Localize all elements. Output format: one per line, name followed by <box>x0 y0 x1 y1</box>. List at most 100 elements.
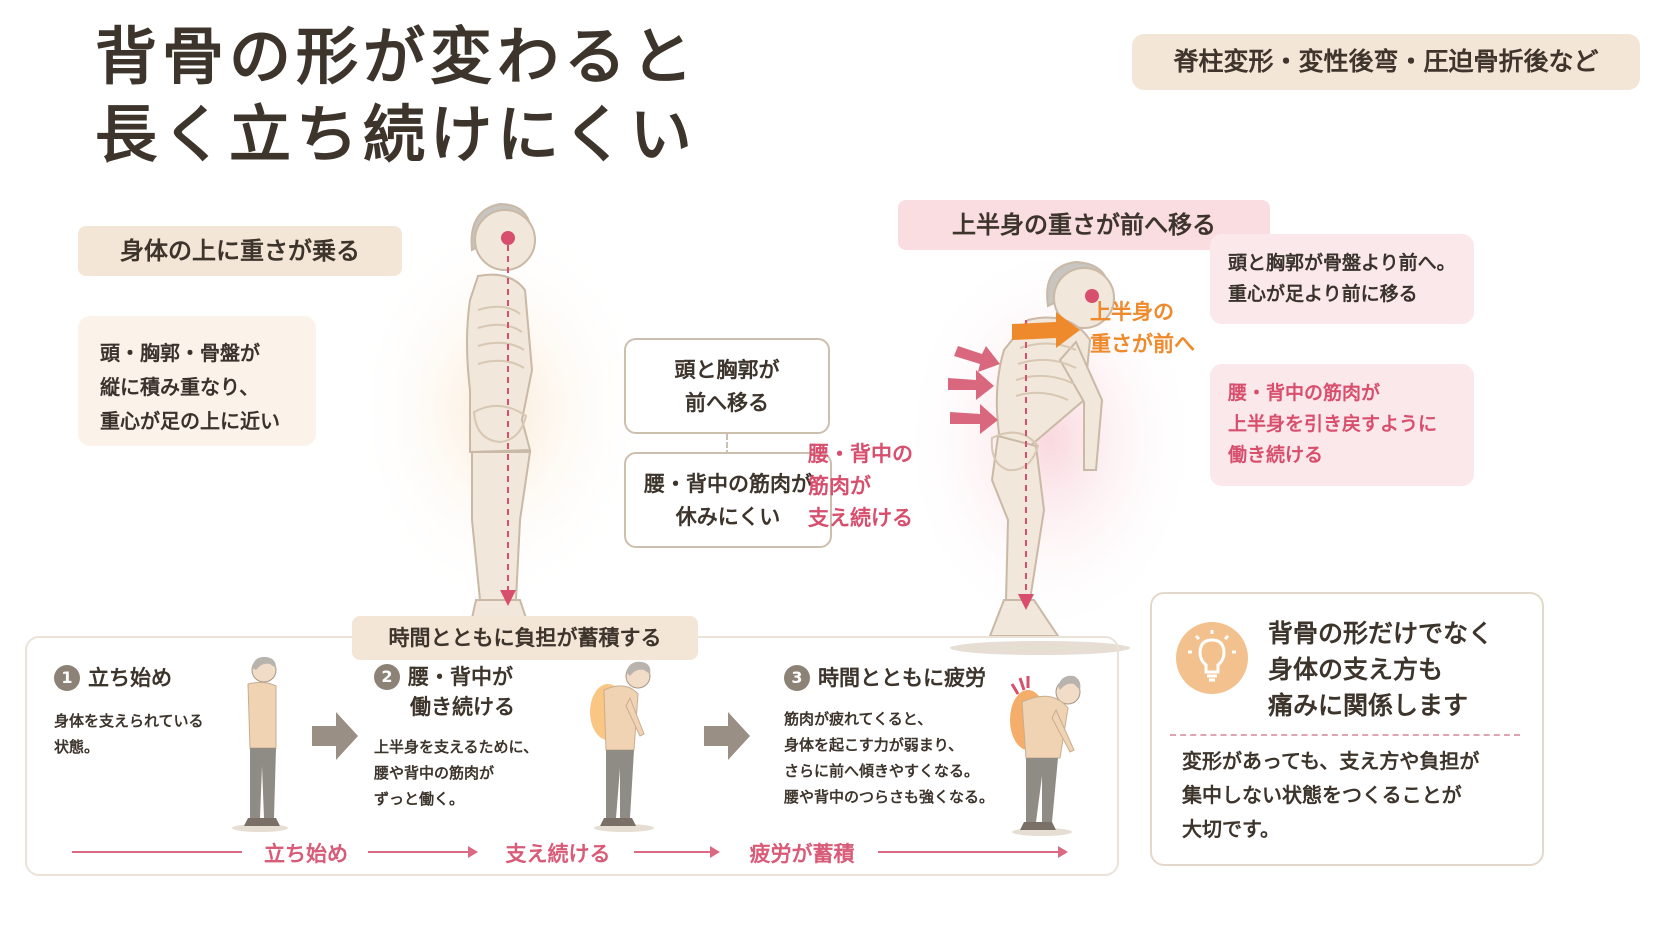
step-number: 1 <box>54 665 80 691</box>
step-desc-line: 上半身を支えるために、 <box>374 738 539 756</box>
shoes <box>244 818 280 826</box>
step-desc-line: 身体を支えられている <box>54 712 204 730</box>
step-desc-line: さらに前へ傾きやすくなる。 <box>784 762 980 780</box>
tip-body-line: 大切です。 <box>1182 817 1280 841</box>
upright-desc-box: 頭・胸郭・骨盤が 縦に積み重なり、 重心が足の上に近い <box>78 316 316 446</box>
muscle-box-line: 腰・背中の筋肉が <box>644 472 812 496</box>
title-line-2: 長く立ち続けにくい <box>95 98 697 171</box>
forward-arm <box>1058 340 1104 471</box>
weight-forward-arrow-icon <box>1012 312 1080 348</box>
forward-pill: 上半身の重さが前へ移る <box>898 200 1270 250</box>
step-1-title-text: 立ち始め <box>88 666 172 690</box>
step-desc-line: 身体を起こす力が弱まり、 <box>784 736 964 754</box>
gravity-arrow-head <box>1018 594 1034 610</box>
tip-heading-line: 身体の支え方も <box>1268 655 1444 684</box>
floor-shadow <box>950 641 1130 655</box>
step-desc-line: ずっと働く。 <box>374 790 465 808</box>
forward-head <box>1053 267 1115 329</box>
weight-forward-label: 上半身の 重さが前へ <box>1090 296 1195 360</box>
gravity-arrow-head <box>500 590 516 606</box>
tip-body-line: 変形があっても、支え方や負担が <box>1182 749 1480 773</box>
muscle-pull-line: 腰・背中の筋肉が <box>1228 382 1381 404</box>
step-2-figure <box>590 661 654 832</box>
step-number: 3 <box>784 665 810 691</box>
upright-pill: 身体の上に重さが乗る <box>78 226 402 276</box>
step-arrow-icon <box>704 712 750 760</box>
timeline-header-label: 時間とともに負担が蓄積する <box>388 626 662 650</box>
upright-figure <box>360 202 650 649</box>
title-line-1: 背骨の形が変わると <box>95 20 699 93</box>
upright-pill-label: 身体の上に重さが乗る <box>120 237 360 265</box>
tip-divider <box>1170 734 1520 736</box>
tip-heading: 背骨の形だけでなく 身体の支え方も 痛みに関係します <box>1268 616 1493 724</box>
hair <box>626 661 651 676</box>
step-1-title: 1 立ち始め <box>54 662 234 692</box>
step-1-desc: 身体を支えられている 状態。 <box>54 708 234 760</box>
upright-pelvis <box>472 405 528 444</box>
timeline-label-start: 立ち始め <box>264 842 348 866</box>
timeline-label-fatigue: 疲労が蓄積 <box>749 842 855 866</box>
upright-desc-line: 縦に積み重なり、 <box>100 375 260 399</box>
tip-heading-line: 痛みに関係します <box>1268 691 1469 720</box>
connector-dashed <box>726 434 728 464</box>
step-3-title-text: 時間とともに疲労 <box>818 666 986 690</box>
step-1: 1 立ち始め 身体を支えられている 状態。 <box>54 662 234 760</box>
forward-desc-line: 頭と胸郭が骨盤より前へ。 <box>1228 252 1456 274</box>
forward-glow <box>900 250 1200 640</box>
step-3-desc: 筋肉が疲れてくると、 身体を起こす力が弱まり、 さらに前へ傾きやすくなる。 腰や… <box>784 706 1014 810</box>
push-arrow-icon <box>954 346 1000 372</box>
forward-desc-line: 重心が足より前に移る <box>1228 283 1418 305</box>
weight-forward-label-line: 上半身の <box>1090 300 1174 324</box>
step-desc-line: 状態。 <box>54 738 100 756</box>
step-2-title-text: 腰・背中が <box>408 665 513 689</box>
step-1-figure <box>232 656 288 832</box>
shift-box-line: 頭と胸郭が <box>674 358 780 382</box>
step-desc-line: 腰や背中のつらさも強くなる。 <box>784 788 995 806</box>
pants <box>1026 758 1058 822</box>
pain-mark-icon <box>1010 676 1030 695</box>
timeline-arrow-head <box>1058 846 1068 858</box>
step-arrow-icon <box>312 712 358 760</box>
muscle-box: 腰・背中の筋肉が 休みにくい <box>624 452 832 548</box>
lightbulb-icon <box>1176 622 1248 694</box>
step-3: 3 時間とともに疲労 筋肉が疲れてくると、 身体を起こす力が弱まり、 さらに前へ傾… <box>784 662 1014 810</box>
tip-body: 変形があっても、支え方や負担が 集中しない状態をつくることが 大切です。 <box>1182 744 1479 846</box>
step-3-figure <box>1010 675 1081 836</box>
upright-desc-line: 頭・胸郭・骨盤が <box>100 341 260 365</box>
forward-ribs <box>1015 342 1077 401</box>
arm <box>1051 708 1075 753</box>
forward-pill-label: 上半身の重さが前へ移る <box>952 211 1216 239</box>
pants <box>606 750 634 818</box>
tip-heading-line: 背骨の形だけでなく <box>1268 619 1494 648</box>
muscle-support-label-line: 筋肉が <box>808 474 871 498</box>
step-3-title: 3 時間とともに疲労 <box>784 662 1014 692</box>
step-number: 2 <box>374 664 400 690</box>
muscle-support-label-line: 支え続ける <box>808 506 913 530</box>
pants <box>250 748 276 818</box>
shoes <box>1020 822 1056 830</box>
muscle-support-label-line: 腰・背中の <box>808 442 913 466</box>
push-arrow-icon <box>950 404 998 434</box>
center-of-gravity-dot <box>501 231 515 245</box>
tip-body-line: 集中しない状態をつくることが <box>1182 783 1462 807</box>
timeline-axis <box>72 846 1068 858</box>
muscle-support-label: 腰・背中の 筋肉が 支え続ける <box>808 438 913 534</box>
page-title: 背骨の形が変わると 長く立ち続けにくい <box>95 18 698 174</box>
forward-desc-box: 頭と胸郭が骨盤より前へ。 重心が足より前に移る <box>1210 234 1474 324</box>
timeline-header: 時間とともに負担が蓄積する <box>352 616 698 660</box>
muscle-box-line: 休みにくい <box>675 505 781 529</box>
arm <box>625 696 645 737</box>
step-desc-line: 腰や背中の筋肉が <box>374 764 495 782</box>
cardigan <box>247 681 277 749</box>
center-of-gravity-dot <box>1085 289 1099 303</box>
weight-forward-label-line: 重さが前へ <box>1090 332 1195 356</box>
hair <box>252 656 276 670</box>
push-arrow-icon <box>948 370 994 400</box>
step-2-desc: 上半身を支えるために、 腰や背中の筋肉が ずっと働く。 <box>374 734 574 812</box>
upright-ribs <box>477 305 525 369</box>
timeline-label-sustain: 支え続ける <box>505 842 611 866</box>
muscle-pull-box: 腰・背中の筋肉が 上半身を引き戻すように 働き続ける <box>1210 364 1474 486</box>
shift-box: 頭と胸郭が 前へ移る <box>624 338 830 434</box>
